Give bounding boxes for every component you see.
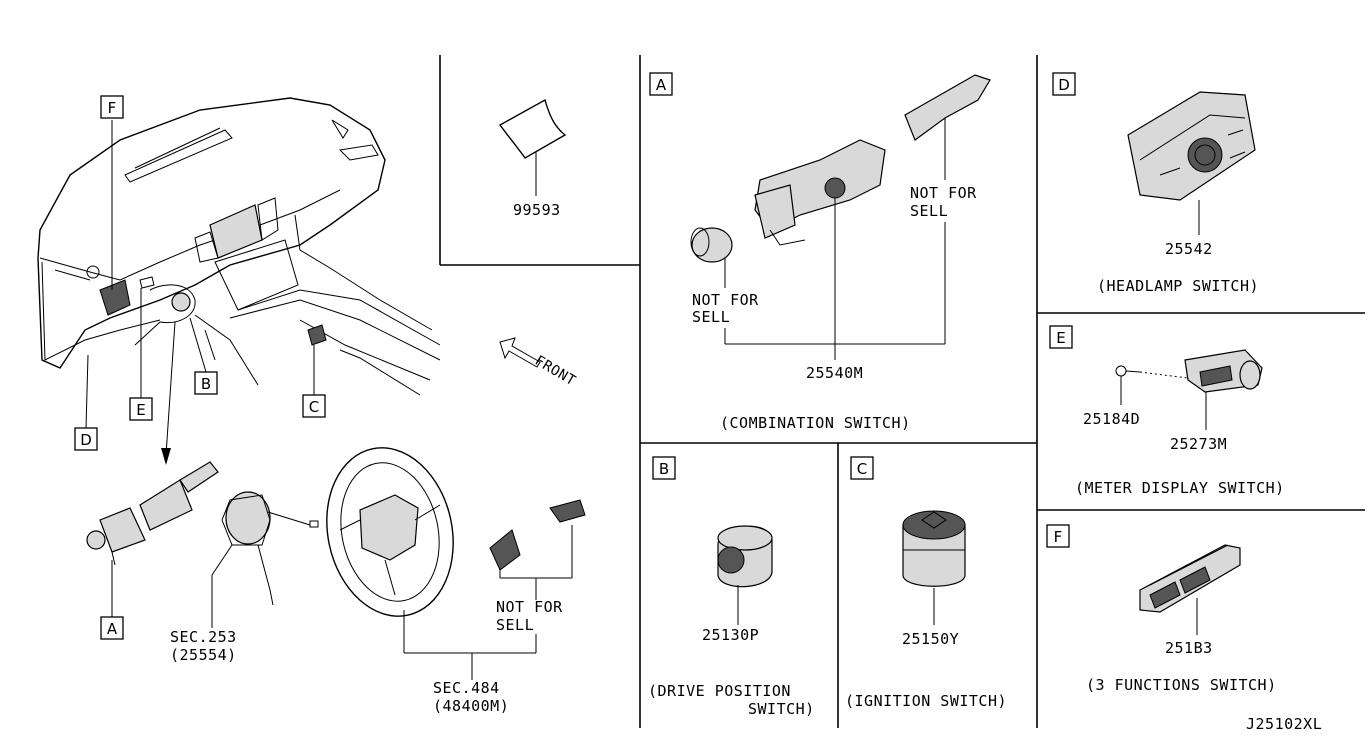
part-number-25184d: 25184D	[1083, 410, 1140, 428]
drive-position-caption-line2: SWITCH)	[748, 700, 815, 718]
part-number-25273m: 25273M	[1170, 435, 1227, 453]
panel-b-letter: B	[659, 460, 669, 478]
callout-c-letter: C	[309, 398, 319, 416]
callout-box-e: E	[129, 397, 153, 421]
part-number-99593: 99593	[513, 201, 561, 219]
panel-c-letter: C	[857, 460, 867, 478]
steering-wheel-sec-label: SEC.484	[433, 679, 500, 697]
part-number-25540m: 25540M	[806, 364, 863, 382]
clock-spring-drawing: SEC.253 (25554)	[170, 491, 319, 664]
panel-a-combination-switch: A NOT FOR SELL NOT FOR SELL 25540M (COMB…	[649, 72, 991, 432]
drive-position-caption-line1: (DRIVE POSITION	[648, 682, 791, 700]
panel-d-headlamp-switch: D 25542 (HEADLAMP SWITCH)	[1052, 72, 1259, 295]
steering-wheel-drawing: SEC.484 (48400M)	[326, 447, 536, 715]
callout-box-d: D	[74, 427, 98, 451]
3-functions-switch-caption: (3 FUNCTIONS SWITCH)	[1086, 676, 1277, 694]
panel-a-letter: A	[656, 76, 667, 94]
headlamp-switch-caption: (HEADLAMP SWITCH)	[1097, 277, 1259, 295]
panel-a-not-for-sell-left-line1: NOT FOR	[692, 291, 759, 309]
combination-switch-caption: (COMBINATION SWITCH)	[720, 414, 911, 432]
panel-a-not-for-sell-right-line1: NOT FOR	[910, 184, 977, 202]
part-number-251b3: 251B3	[1165, 639, 1213, 657]
steering-wheel-switches-drawing: NOT FOR SELL	[489, 499, 586, 653]
callout-e-letter: E	[136, 401, 145, 419]
panel-c-ignition-switch: C 25150Y (IGNITION SWITCH)	[845, 456, 1007, 710]
callout-box-a: A	[100, 616, 124, 640]
panel-f-3-functions-switch: F 251B3 (3 FUNCTIONS SWITCH)	[1046, 524, 1277, 694]
ignition-switch-caption: (IGNITION SWITCH)	[845, 692, 1007, 710]
callout-f-letter: F	[108, 99, 117, 117]
part-number-25150y: 25150Y	[902, 630, 959, 648]
panel-a-not-for-sell-right-line2: SELL	[910, 202, 948, 220]
sticker-part: 99593	[498, 98, 567, 219]
panel-e-letter: E	[1056, 329, 1065, 347]
dashboard-overview-illustration	[37, 97, 441, 396]
diagram-code-label: J25102XL	[1246, 715, 1322, 733]
front-direction-arrow: FRONT	[499, 337, 579, 390]
callout-box-b: B	[194, 371, 218, 395]
front-label: FRONT	[532, 353, 579, 390]
wheel-not-for-sell-line2: SELL	[496, 616, 534, 634]
panel-b-drive-position-switch: B 25130P (DRIVE POSITION SWITCH)	[648, 456, 815, 718]
steering-wheel-part-number: (48400M)	[433, 697, 509, 715]
callout-box-f: F	[100, 95, 124, 119]
panel-a-not-for-sell-left-line2: SELL	[692, 308, 730, 326]
part-number-25130p: 25130P	[702, 626, 759, 644]
clock-spring-sec-label: SEC.253	[170, 628, 237, 646]
panel-d-letter: D	[1058, 76, 1070, 94]
clock-spring-part-number: (25554)	[170, 646, 237, 664]
callout-d-letter: D	[80, 431, 92, 449]
part-number-25542: 25542	[1165, 240, 1213, 258]
bulb-part	[691, 227, 733, 263]
wheel-not-for-sell-line1: NOT FOR	[496, 598, 563, 616]
panel-dividers	[439, 55, 1365, 728]
overview-callout-leaders	[85, 120, 315, 465]
panel-f-letter: F	[1054, 528, 1063, 546]
callout-a-letter: A	[107, 620, 118, 638]
combination-switch-overview-drawing	[86, 461, 219, 617]
panel-e-meter-display-switch: E 25184D 25273M (METER DISPLAY SWITCH)	[1049, 325, 1285, 497]
callout-b-letter: B	[201, 375, 211, 393]
meter-display-switch-caption: (METER DISPLAY SWITCH)	[1075, 479, 1285, 497]
callout-box-c: C	[302, 394, 326, 418]
